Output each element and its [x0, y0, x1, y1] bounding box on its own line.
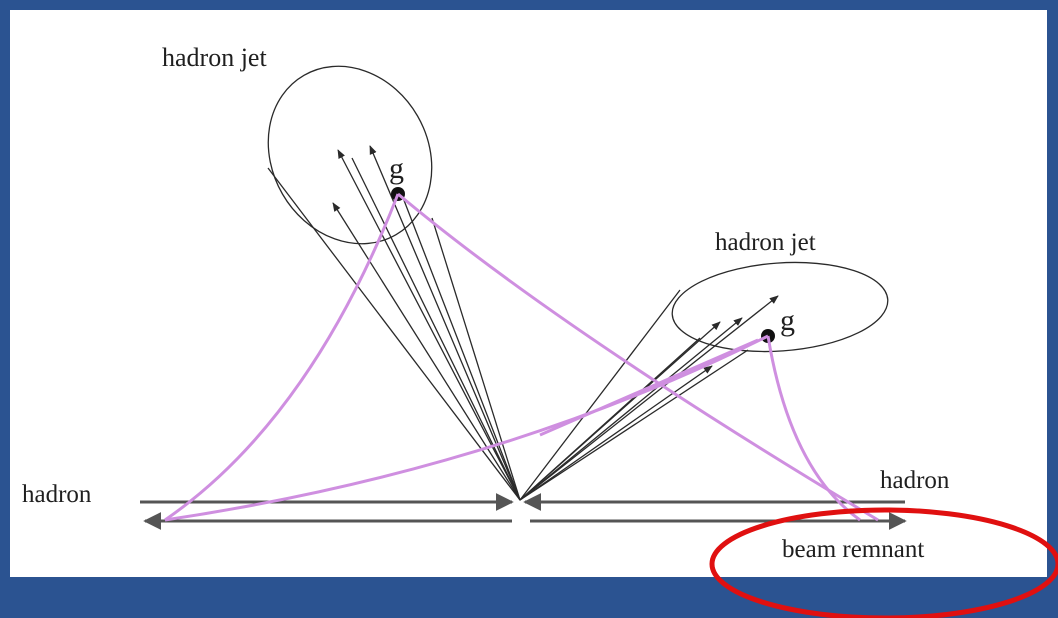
right-jet-track — [519, 365, 713, 501]
left-jet-track — [399, 189, 521, 501]
string-left-remnant-to-left-gluon — [164, 193, 400, 522]
right-jet-label: hadron jet — [715, 229, 816, 256]
right-jet-ellipse — [671, 261, 889, 353]
right-gluon-label: g — [780, 304, 795, 337]
color-strings — [164, 192, 879, 522]
left-jet-track — [332, 202, 521, 501]
left-jet-label: hadron jet — [162, 43, 267, 72]
left-hadron-label: hadron — [22, 481, 92, 508]
right-hadron-jet — [519, 261, 889, 501]
left-cone-edge — [267, 167, 521, 501]
left-jet-ellipse — [267, 65, 433, 245]
left-cone-edge — [431, 217, 521, 501]
right-jet-track — [519, 317, 743, 501]
right-jet-track — [519, 337, 701, 501]
left-jet-track — [369, 145, 521, 501]
left-jet-track — [351, 157, 521, 501]
string-left-gluon-to-right-remnant — [397, 192, 879, 522]
right-cone-edge — [519, 289, 681, 501]
beam-remnant-label: beam remnant — [782, 536, 924, 563]
right-cone-edge — [519, 349, 749, 501]
left-hadron-jet — [267, 65, 521, 501]
beam-remnant-highlight — [709, 507, 1058, 618]
right-jet-track — [519, 295, 779, 501]
beam-axis — [140, 493, 907, 530]
string-segment — [539, 338, 759, 437]
string-right-gluon-to-right-remnant — [766, 335, 861, 522]
string-left-remnant-to-right-gluon — [164, 334, 769, 522]
right-hadron-label: hadron — [880, 467, 950, 494]
left-gluon-label: g — [389, 152, 404, 185]
left-jet-track — [337, 149, 521, 501]
